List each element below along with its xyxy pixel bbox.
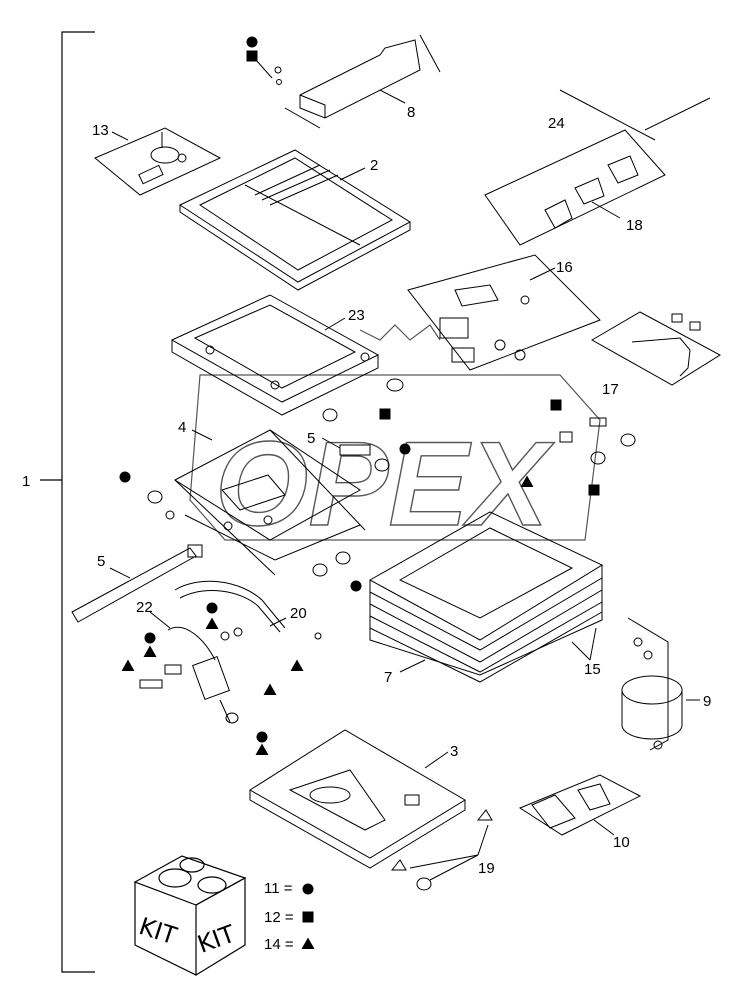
part-16-valve-block (407, 254, 601, 371)
part-10-valve (518, 774, 642, 836)
part-20-hose (174, 580, 286, 633)
part-label-5-lower: 5 (97, 553, 105, 570)
part-label-23: 23 (348, 307, 365, 324)
part-label-9: 9 (703, 693, 711, 710)
opex-watermark: OPEX (189, 324, 601, 552)
part-label-17: 17 (602, 381, 619, 398)
part-9-air-spring (621, 617, 683, 751)
part-label-7: 7 (384, 669, 392, 686)
part-8-bracket (284, 34, 441, 129)
part-label-18: 18 (626, 217, 643, 234)
part-label-19: 19 (478, 860, 495, 877)
legend-label-14: 14 = (264, 936, 294, 953)
loose-bushings (147, 378, 636, 577)
part-17-rod-set (590, 311, 721, 386)
part-2-top-frame (178, 149, 411, 291)
part-24-kit (484, 89, 711, 246)
legend-label-11: 11 = (264, 880, 293, 897)
watermark-text: OPEX (215, 417, 555, 551)
kit-label-left: KIT (136, 912, 181, 950)
part-label-16: 16 (556, 259, 573, 276)
part-label-15: 15 (584, 661, 601, 678)
part-label-1: 1 (22, 473, 30, 490)
part-label-5-upper: 5 (307, 430, 315, 447)
part-4-scissor (165, 429, 366, 576)
part-19-feet (390, 809, 493, 891)
legend-label-12: 12 = (264, 909, 294, 926)
part-label-3: 3 (450, 743, 458, 760)
part-label-4: 4 (178, 419, 186, 436)
part-5-rod (71, 544, 203, 623)
part-23-frame (170, 294, 380, 416)
part-22-cylinder (139, 626, 322, 724)
legend-square-symbol (302, 911, 314, 923)
assembly-bracket (40, 31, 95, 973)
part-label-20: 20 (290, 605, 307, 622)
part-13-valve (94, 127, 222, 196)
symbol-legend: 11 = 12 = 14 = (264, 880, 315, 953)
part-label-22: 22 (136, 599, 153, 616)
legend-triangle-symbol (301, 937, 315, 949)
part-8-fastener-symbols (246, 36, 282, 85)
part-label-24: 24 (548, 115, 565, 132)
part-label-8: 8 (407, 104, 415, 121)
legend-circle-symbol (302, 883, 314, 895)
part-7-bellows (368, 511, 604, 683)
part-label-13: 13 (92, 122, 109, 139)
part-label-10: 10 (613, 834, 630, 851)
kit-box (133, 855, 247, 976)
part-3-base-plate (249, 729, 466, 869)
part-label-2: 2 (370, 157, 378, 174)
